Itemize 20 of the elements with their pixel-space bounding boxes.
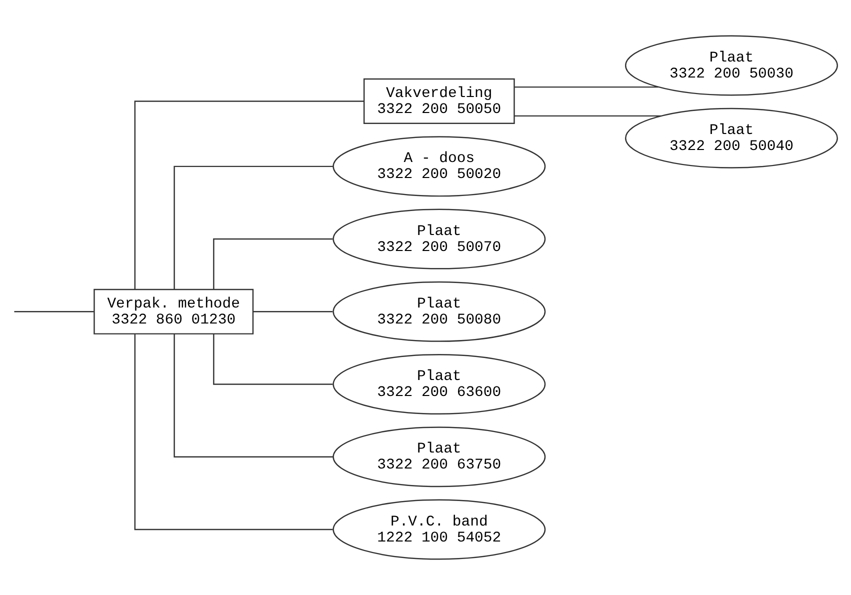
connector: [14, 311, 94, 312]
connector: [253, 311, 333, 312]
node-ellipse: P.V.C. band 1222 100 54052: [332, 499, 546, 560]
connector: [213, 334, 333, 385]
node-ellipse: Plaat 3322 200 63600: [332, 354, 546, 415]
node-ellipse: A - doos 3322 200 50020: [332, 136, 546, 197]
node-ellipse: Plaat 3322 200 50040: [625, 108, 838, 168]
node-box: Vakverdeling 3322 200 50050: [363, 78, 515, 124]
connector: [174, 166, 333, 290]
node-box: Verpak. methode 3322 860 01230: [94, 288, 254, 334]
connector: [134, 334, 333, 530]
connector: [514, 86, 658, 88]
node-ellipse: Plaat 3322 200 50030: [625, 35, 838, 96]
node-ellipse: Plaat 3322 200 63750: [332, 426, 546, 488]
connector: [514, 115, 661, 117]
node-ellipse: Plaat 3322 200 50070: [332, 208, 546, 270]
node-ellipse: Plaat 3322 200 50080: [332, 281, 546, 342]
connector: [134, 100, 364, 290]
connector: [174, 334, 333, 458]
connector: [213, 238, 333, 290]
